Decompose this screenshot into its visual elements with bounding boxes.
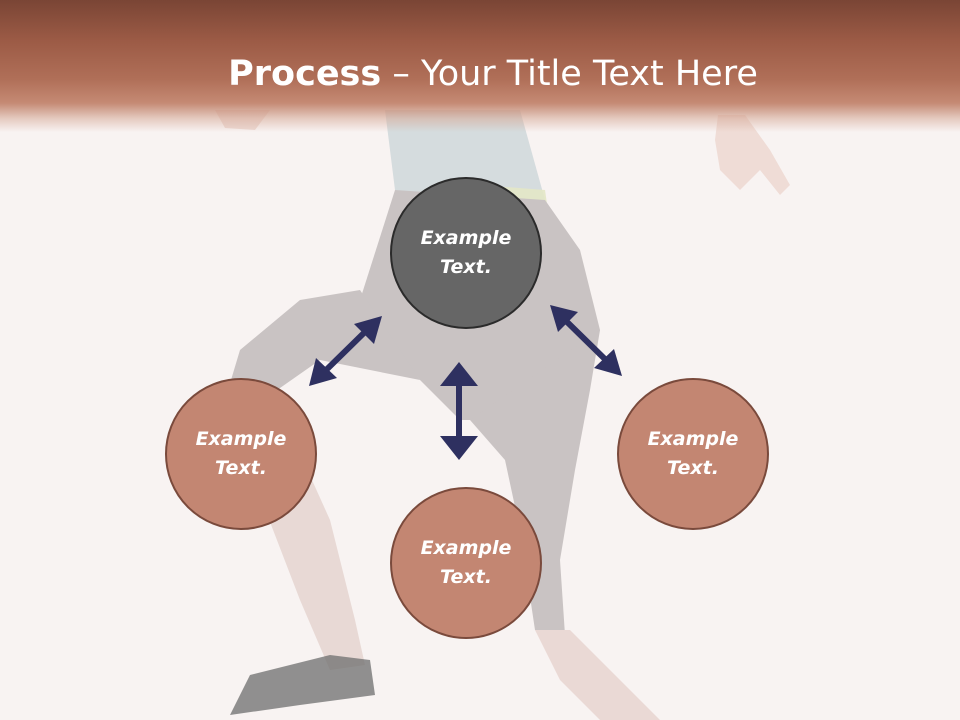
runner-back-shoe (230, 655, 375, 715)
center-node-line2: Text. (440, 256, 492, 278)
bottom-node-line2: Text. (440, 566, 492, 588)
left-node-line1: Example (195, 428, 287, 450)
runner-back-leg (225, 290, 420, 400)
right-node: Example Text. (617, 378, 769, 530)
left-node-line2: Text. (215, 457, 267, 479)
runner-front-leg (470, 330, 600, 635)
title-band (0, 0, 960, 132)
title-bold: Process (228, 54, 382, 94)
arrow-center-bottom (440, 362, 478, 460)
left-node: Example Text. (165, 378, 317, 530)
slide-title: Process – Your Title Text Here (0, 52, 960, 96)
right-node-line1: Example (647, 428, 739, 450)
runner-front-shin (535, 630, 660, 720)
right-node-line2: Text. (667, 457, 719, 479)
title-rest: – Your Title Text Here (381, 54, 758, 94)
runner-right-hand (715, 115, 790, 195)
arrow-center-left (309, 316, 382, 386)
center-node: Example Text. (390, 177, 542, 329)
arrow-center-right (550, 305, 622, 376)
bottom-node-line1: Example (420, 537, 512, 559)
bottom-node: Example Text. (390, 487, 542, 639)
center-node-line1: Example (420, 227, 512, 249)
